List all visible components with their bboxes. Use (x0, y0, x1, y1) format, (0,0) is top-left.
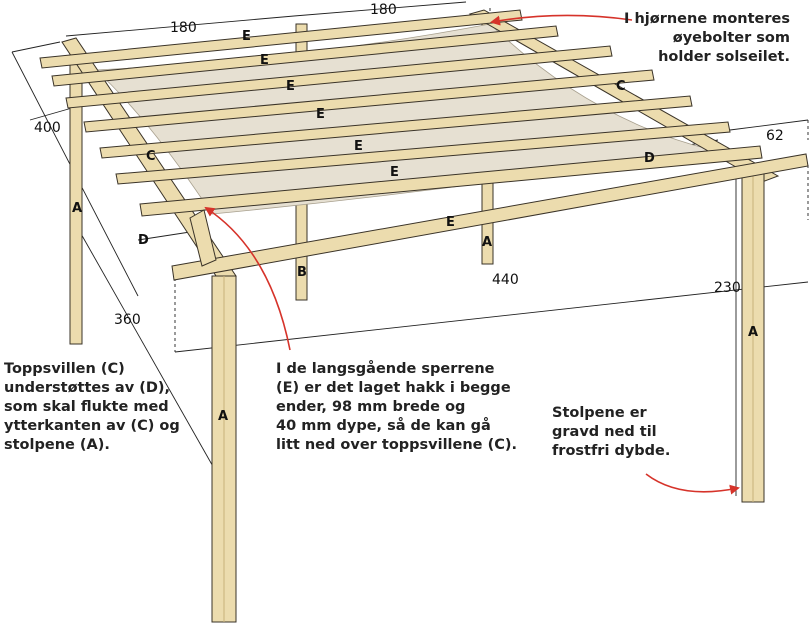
note-rafters-line-1: I de langsgående sperrene (276, 361, 495, 377)
label-rafter-1: E (242, 29, 251, 44)
label-rafter-6: E (390, 165, 399, 180)
note-topplate-line-2: understøttes av (D), (4, 380, 170, 396)
dim-width-a: 180 (170, 20, 197, 36)
label-rafter-2: E (260, 53, 269, 68)
dim-width-b: 180 (370, 2, 397, 18)
note-corner-eyebolts: I hjørnene monteres øyebolter som holder… (590, 10, 790, 67)
label-rafter-4: E (316, 107, 325, 122)
note-rafters-line-3: ender, 98 mm brede og (276, 399, 466, 415)
note-posts-line-2: gravd ned til (552, 424, 657, 440)
callout-arrows (204, 14, 740, 495)
note-rafters-line-2: (E) er det laget hakk i begge (276, 380, 511, 396)
label-post-back-inner: B (297, 265, 307, 280)
rafters (39, 9, 809, 281)
right-front-post (741, 167, 765, 503)
note-posts-line-3: frostfri dybde. (552, 443, 671, 459)
label-post-front-right: A (748, 325, 758, 340)
note-corner-line-1: I hjørnene monteres (624, 11, 790, 27)
label-rafter-3: E (286, 79, 295, 94)
dim-length: 440 (492, 272, 519, 288)
label-post-back-right: A (482, 235, 492, 250)
dim-overhang: 62 (766, 128, 784, 144)
label-post-back-left: A (72, 201, 82, 216)
left-front-post (211, 275, 237, 623)
label-rafter-5: E (354, 139, 363, 154)
label-support-right: D (644, 151, 655, 166)
note-corner-line-3: holder solseilet. (658, 49, 790, 65)
label-post-front-left: A (218, 409, 228, 424)
note-topplate-line-1: Toppsvillen (C) (4, 361, 125, 377)
note-topplate: Toppsvillen (C) understøttes av (D), som… (4, 360, 194, 455)
note-rafters: I de langsgående sperrene (E) er det lag… (276, 360, 517, 455)
label-support-left: D (138, 233, 149, 248)
dim-side: 360 (114, 312, 141, 328)
note-corner-line-2: øyebolter som (672, 30, 790, 46)
label-plate-right: C (616, 79, 626, 94)
note-posts-line-1: Stolpene er (552, 405, 647, 421)
note-posts: Stolpene er gravd ned til frostfri dybde… (552, 404, 682, 461)
dim-depth: 400 (34, 120, 61, 136)
label-plate-left: C (146, 149, 156, 164)
dim-height: 230 (714, 280, 741, 296)
note-topplate-line-4: ytterkanten av (C) og (4, 418, 180, 434)
note-rafters-line-5: litt ned over toppsvillene (C). (276, 437, 517, 453)
left-support (189, 209, 217, 267)
note-topplate-line-5: stolpene (A). (4, 437, 110, 453)
note-topplate-line-3: som skal flukte med (4, 399, 169, 415)
label-rafter-7: E (446, 215, 455, 230)
note-rafters-line-4: 40 mm dype, så de kan gå (276, 418, 491, 434)
